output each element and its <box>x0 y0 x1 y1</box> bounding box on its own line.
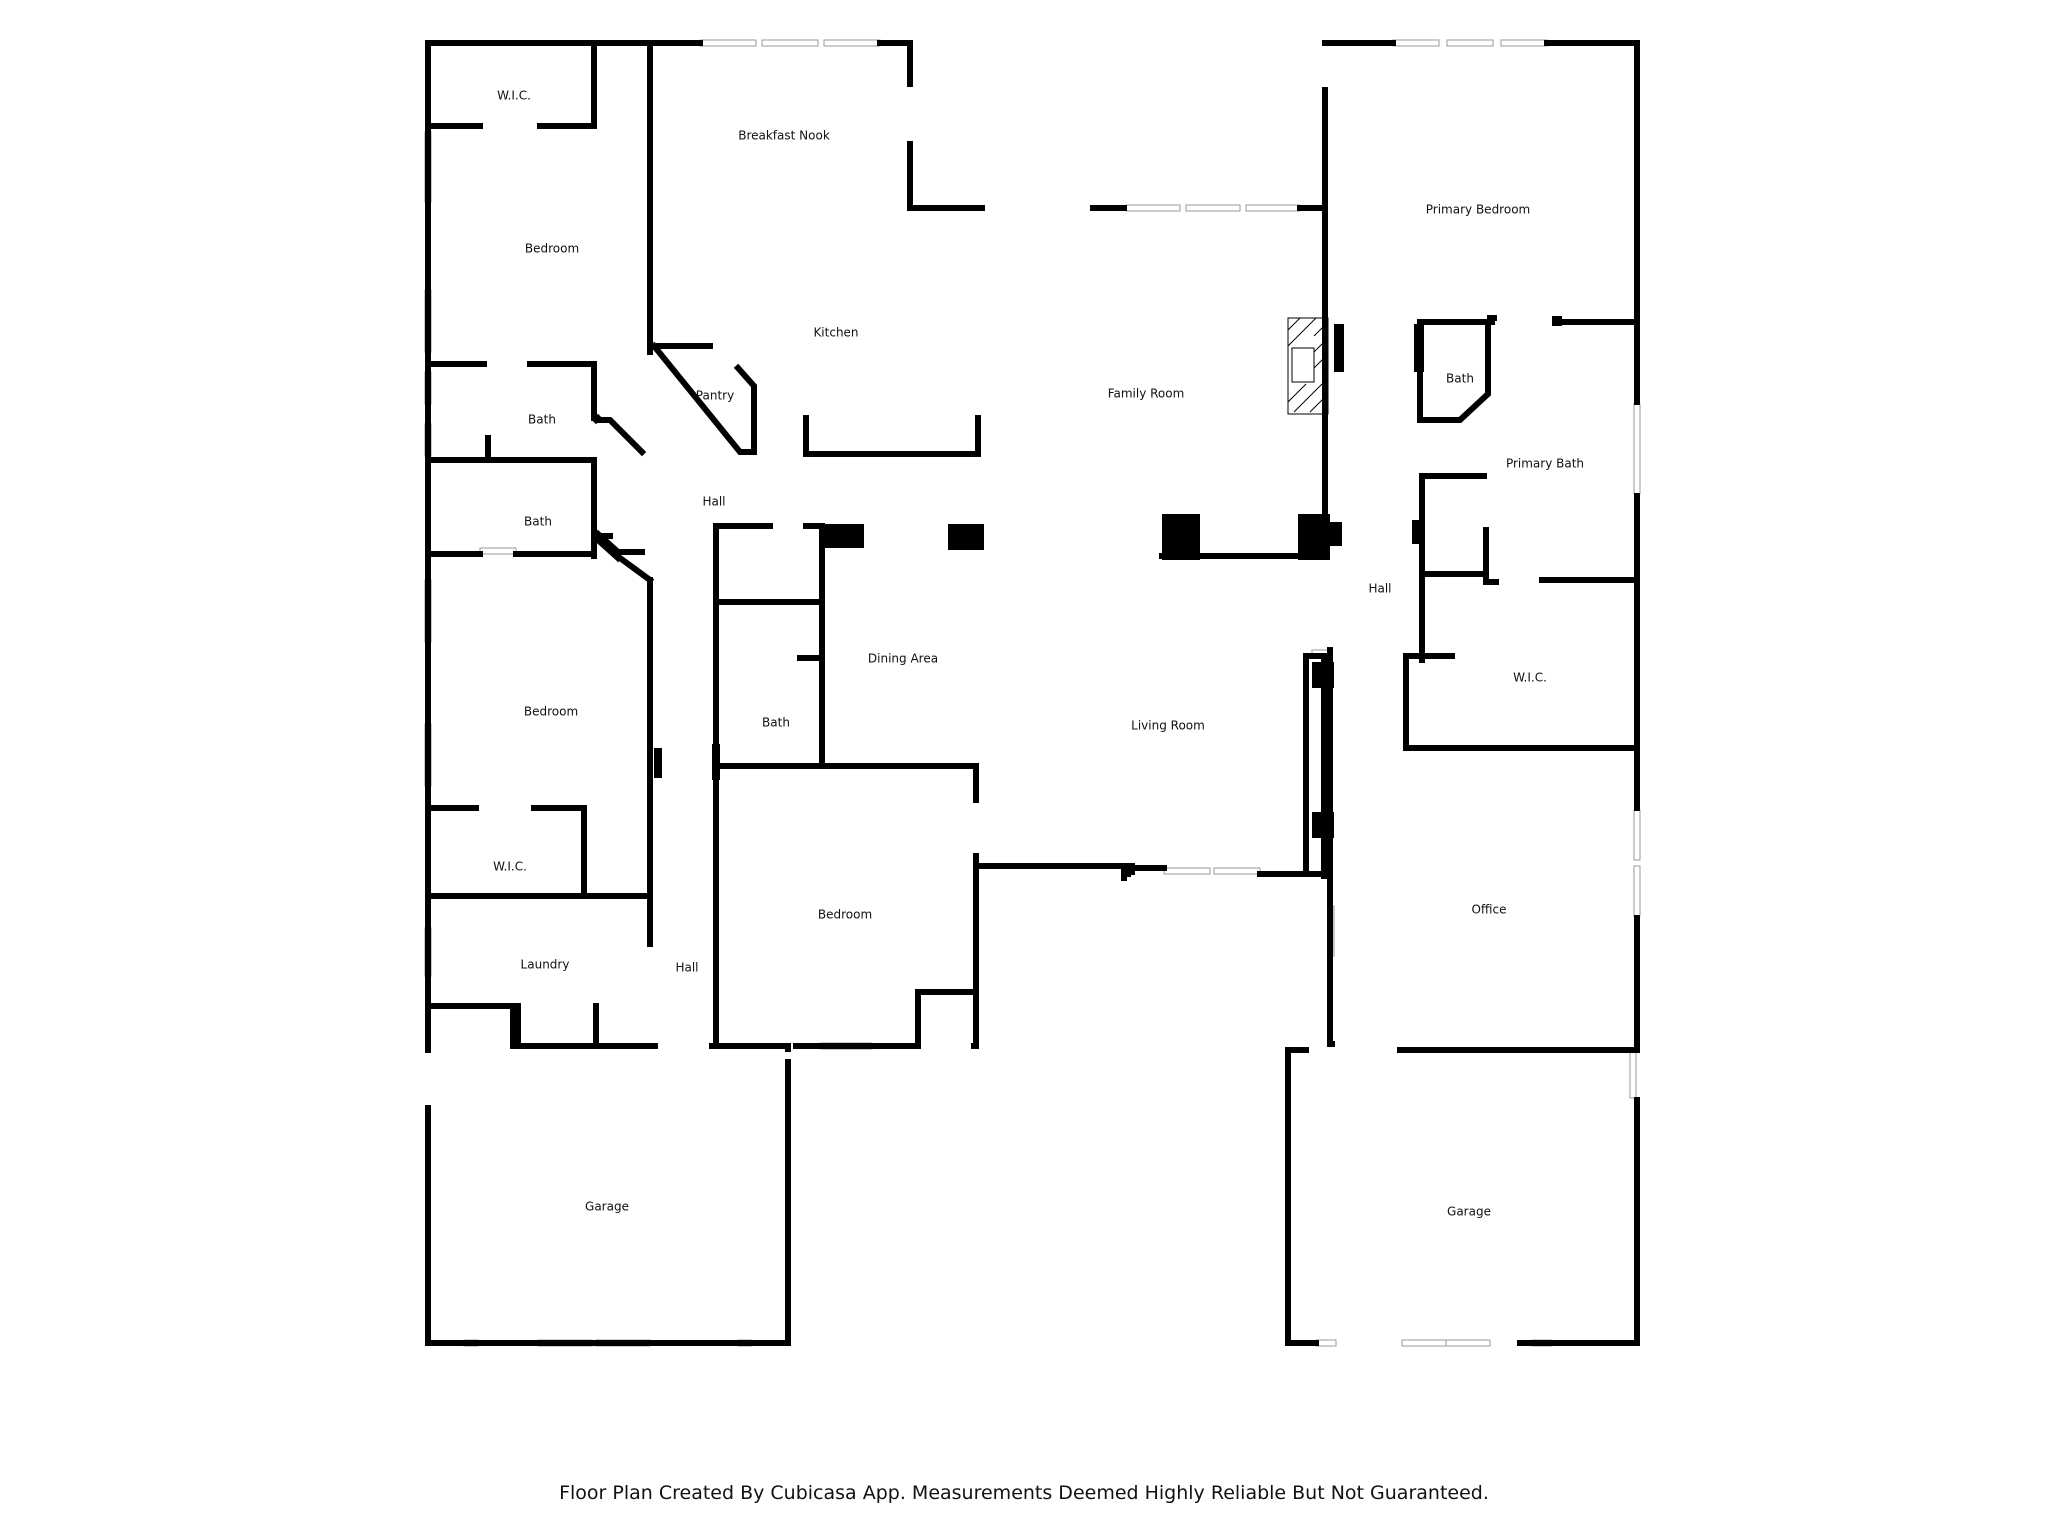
room-label: Bedroom <box>524 705 578 719</box>
room-label: Hall <box>675 961 698 975</box>
room-label: Bath <box>528 413 556 427</box>
room-label: Laundry <box>521 958 570 972</box>
room-label: Bath <box>1446 372 1474 386</box>
room-label: Living Room <box>1131 719 1205 733</box>
room-labels: W.I.C. Breakfast Nook Primary Bedroom Be… <box>493 89 1584 1219</box>
room-label: Dining Area <box>868 652 938 666</box>
fireplace <box>1287 317 1329 415</box>
room-label: Kitchen <box>813 326 858 340</box>
room-label: Office <box>1471 903 1506 917</box>
footer-disclaimer: Floor Plan Created By Cubicasa App. Meas… <box>559 1482 1489 1504</box>
room-label: Hall <box>702 495 725 509</box>
room-label: Breakfast Nook <box>738 129 830 143</box>
room-label: Bedroom <box>818 908 872 922</box>
room-label: W.I.C. <box>493 860 527 874</box>
room-label: Primary Bath <box>1506 457 1584 471</box>
room-label: Family Room <box>1108 387 1185 401</box>
room-label: W.I.C. <box>497 89 531 103</box>
room-label: Garage <box>585 1200 629 1214</box>
room-label: Bedroom <box>525 242 579 256</box>
columns <box>654 316 1562 838</box>
room-label: W.I.C. <box>1513 671 1547 685</box>
room-label: Bath <box>524 515 552 529</box>
room-label: Hall <box>1368 582 1391 596</box>
windows <box>424 39 1641 1347</box>
room-label: Primary Bedroom <box>1426 203 1530 217</box>
walls <box>425 40 1640 1346</box>
room-label: Garage <box>1447 1205 1491 1219</box>
room-label: Pantry <box>696 389 734 403</box>
room-label: Bath <box>762 716 790 730</box>
